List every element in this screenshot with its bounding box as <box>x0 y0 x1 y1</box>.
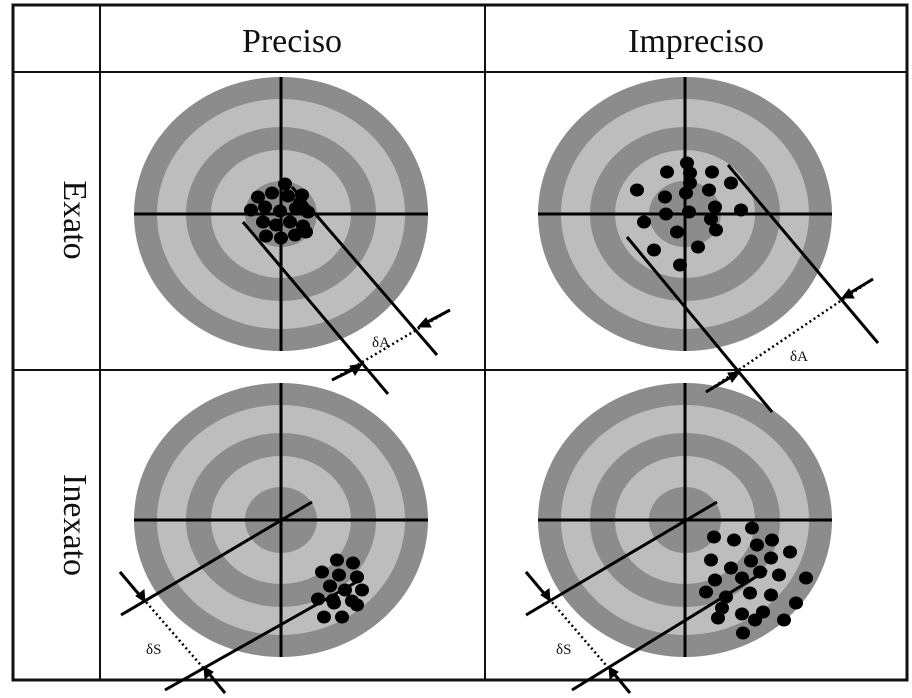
shot-marker <box>724 562 738 575</box>
shot-marker <box>764 589 778 602</box>
shot-marker <box>748 614 762 627</box>
shot-marker <box>283 216 297 229</box>
shot-marker <box>708 201 722 214</box>
shot-marker <box>705 166 719 179</box>
shot-marker <box>630 184 644 197</box>
shot-marker <box>281 190 295 203</box>
shot-marker <box>258 201 272 214</box>
shot-marker <box>323 580 337 593</box>
shot-marker <box>332 569 346 582</box>
shot-marker <box>772 569 786 582</box>
shot-marker <box>658 191 672 204</box>
shot-marker <box>256 216 270 229</box>
shot-marker <box>764 552 778 565</box>
shot-marker <box>765 534 779 547</box>
shot-marker <box>637 216 651 229</box>
shot-marker <box>735 608 749 621</box>
label-delta-a-impreciso: δA <box>790 349 808 365</box>
shot-marker <box>659 208 673 221</box>
shot-marker <box>736 627 750 640</box>
shot-marker <box>789 597 803 610</box>
shot-marker <box>707 531 721 544</box>
shot-marker <box>259 230 273 243</box>
row-header-inexato: Inexato <box>56 474 93 576</box>
shot-marker <box>783 546 797 559</box>
shot-marker <box>745 522 759 535</box>
shot-marker <box>727 534 741 547</box>
shot-marker <box>682 206 696 219</box>
column-header-preciso: Preciso <box>242 23 342 60</box>
shot-marker <box>317 611 331 624</box>
shot-marker <box>273 205 287 218</box>
shot-marker <box>799 572 813 585</box>
row-header-exato: Exato <box>56 180 93 259</box>
shot-marker <box>673 259 687 272</box>
shot-marker <box>647 244 661 257</box>
shot-marker <box>670 226 684 239</box>
shot-marker <box>691 241 705 254</box>
shot-marker <box>743 587 757 600</box>
shot-marker <box>355 584 369 597</box>
column-header-impreciso: Impreciso <box>628 23 764 60</box>
shot-marker <box>335 611 349 624</box>
shot-marker <box>777 614 791 627</box>
label-delta-s-preciso: δS <box>146 642 161 658</box>
shot-marker <box>299 226 313 239</box>
shot-marker <box>715 602 729 615</box>
label-delta-a-preciso: δA <box>372 335 390 351</box>
shot-marker <box>683 177 697 190</box>
shot-marker <box>708 574 722 587</box>
shot-marker <box>244 204 258 217</box>
shot-marker <box>709 224 723 237</box>
shot-marker <box>699 586 713 599</box>
shot-marker <box>704 554 718 567</box>
shot-marker <box>315 566 329 579</box>
shot-marker <box>269 219 283 232</box>
shot-marker <box>346 557 360 570</box>
shot-marker <box>278 178 292 191</box>
shot-marker <box>734 204 748 217</box>
shot-marker <box>274 232 288 245</box>
shot-marker <box>750 539 764 552</box>
shot-marker <box>724 177 738 190</box>
shot-marker <box>660 166 674 179</box>
label-delta-s-impreciso: δS <box>556 642 571 658</box>
shot-marker <box>702 184 716 197</box>
shot-marker <box>330 554 344 567</box>
shot-marker <box>350 599 364 612</box>
shot-marker <box>265 187 279 200</box>
shot-marker <box>744 555 758 568</box>
